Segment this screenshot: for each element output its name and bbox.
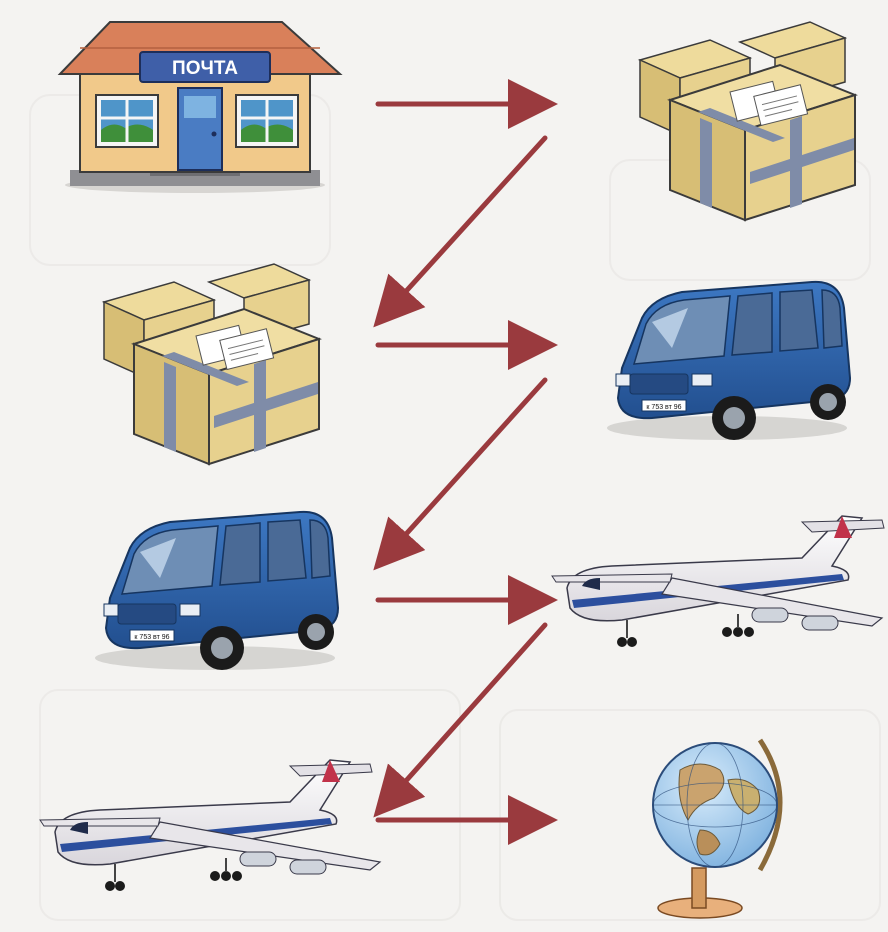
arrow-van-down-left bbox=[380, 380, 545, 563]
window-left bbox=[96, 95, 158, 147]
van-wheel-front bbox=[200, 626, 244, 670]
door bbox=[178, 88, 222, 170]
post-office-building: ПОЧТА bbox=[60, 22, 340, 193]
van-mid-right: к 753 вт 96 bbox=[607, 282, 850, 440]
parcels-mid-left bbox=[104, 264, 319, 464]
arrow-airplane-down-left bbox=[380, 625, 545, 810]
van-wheel-rear bbox=[298, 614, 334, 650]
van-wheel-rear bbox=[810, 384, 846, 420]
post-office-sign: ПОЧТА bbox=[172, 58, 238, 79]
globe bbox=[653, 740, 780, 918]
van-license-plate: к 753 вт 96 bbox=[134, 634, 169, 641]
arrows bbox=[378, 104, 548, 820]
arrow-parcels-down-left bbox=[380, 138, 545, 320]
parcels-top-right bbox=[640, 22, 855, 220]
van-lower-left: к 753 вт 96 bbox=[95, 512, 338, 670]
van-wheel-front bbox=[712, 396, 756, 440]
airplane-lower-left bbox=[40, 760, 380, 891]
airplane-right bbox=[552, 516, 884, 647]
window-right bbox=[236, 95, 298, 147]
van-license-plate: к 753 вт 96 bbox=[646, 404, 681, 411]
